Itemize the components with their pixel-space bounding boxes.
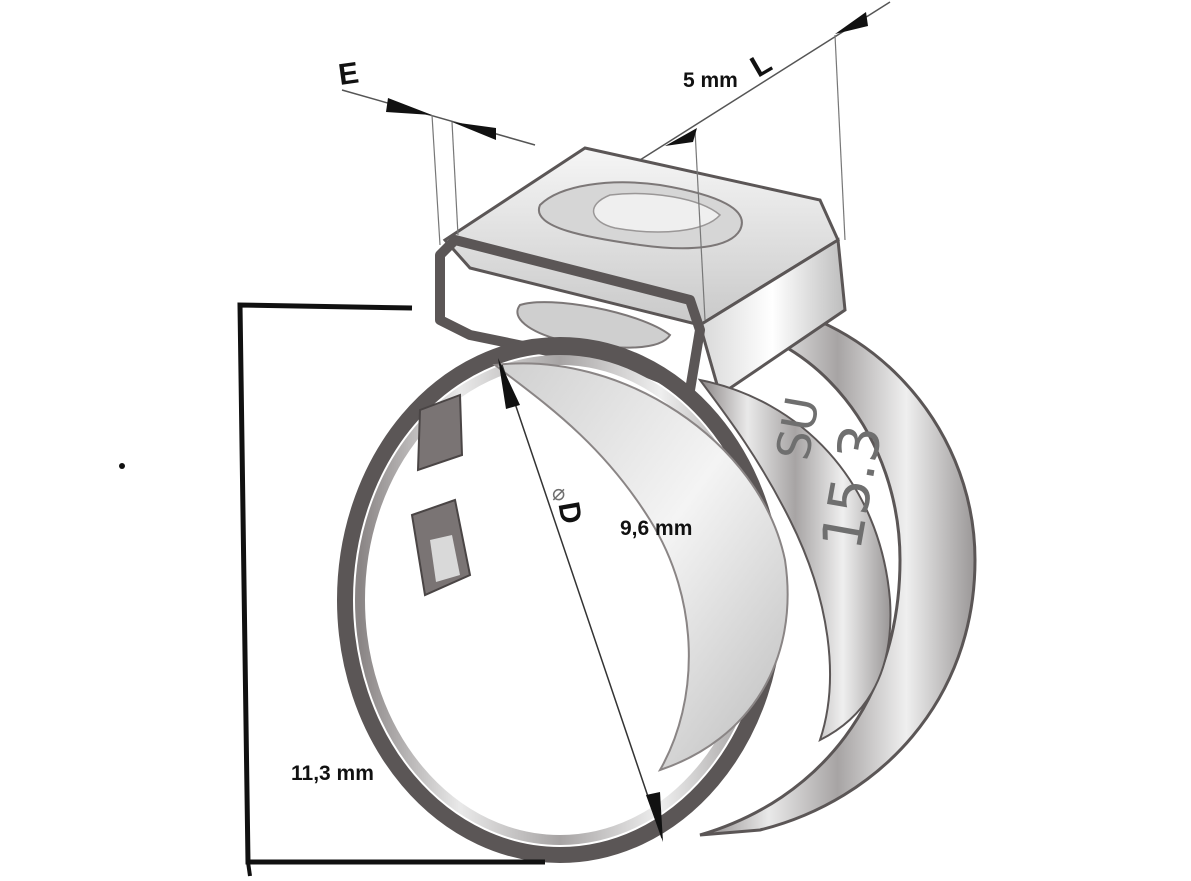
dimension-e: E	[336, 56, 536, 246]
stray-dot	[119, 463, 125, 469]
dimension-l: L 5 mm	[639, 1, 891, 321]
dimension-l-arrow-left	[665, 128, 697, 146]
dimension-height: 11,3 mm	[237, 302, 545, 877]
dimension-d-arrow-bottom	[646, 792, 663, 842]
dimension-l-arrow-right	[835, 12, 868, 34]
clamp-mark-brand: SU	[766, 393, 830, 464]
dimension-height-bracket	[237, 302, 545, 865]
dimension-width-value: 5 mm	[683, 69, 738, 92]
clamp-back-band	[696, 298, 977, 837]
clamp-front-ring	[337, 337, 892, 863]
dimension-height-value: 11,3 mm	[291, 762, 374, 785]
dimension-inner-diameter-value: 9,6 mm	[620, 517, 692, 540]
dimension-e-arrow-left	[386, 98, 432, 115]
dimension-e-label: E	[336, 56, 360, 91]
dimension-d: ⌀ D 9,6 mm	[498, 358, 692, 842]
dimension-l-label: L	[745, 46, 777, 84]
dimension-d-label: D	[552, 499, 588, 526]
clamp-side-windows	[410, 393, 472, 597]
dimension-d-symbol: ⌀	[552, 481, 565, 506]
dimension-d-arrow-top	[498, 358, 520, 409]
clamp-ear	[435, 146, 847, 398]
dimension-e-arrow-right	[452, 122, 496, 140]
